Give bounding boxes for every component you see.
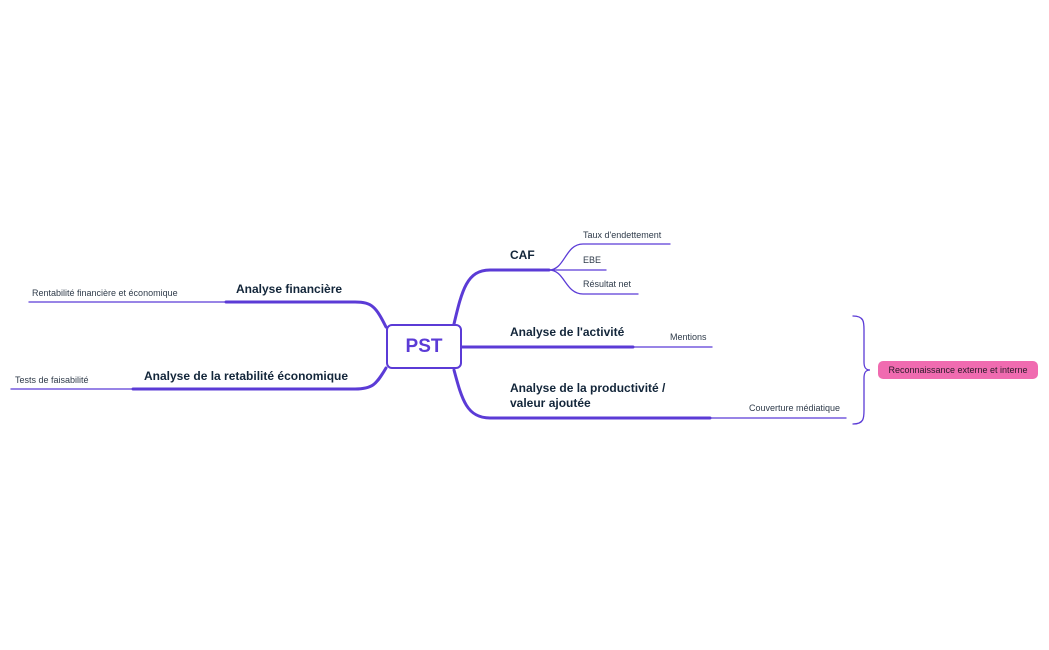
connector-taux (548, 243, 671, 271)
productivite-line2: valeur ajoutée (510, 396, 591, 410)
node-mentions[interactable]: Mentions (670, 332, 707, 342)
node-analyse-financiere[interactable]: Analyse financière (236, 282, 343, 296)
connector-analyse-retabilite (131, 366, 388, 391)
root-label: PST (405, 335, 443, 357)
node-analyse-retabilite[interactable]: Analyse de la retabilité économique (144, 369, 349, 383)
node-caf[interactable]: CAF (510, 248, 535, 262)
summary-node[interactable]: Reconnaissance externe et interne (878, 361, 1038, 379)
node-analyse-productivite[interactable]: Analyse de la productivité / valeur ajou… (510, 381, 665, 411)
productivite-line1: Analyse de la productivité / (510, 381, 666, 395)
node-couverture-mediatique[interactable]: Couverture médiatique (749, 403, 841, 413)
node-tests-faisabilite[interactable]: Tests de faisabilité (15, 375, 89, 385)
root-node[interactable]: PST (386, 324, 462, 369)
summary-label: Reconnaissance externe et interne (888, 365, 1028, 375)
connector-productivite (452, 368, 712, 420)
node-rentabilite[interactable]: Rentabilité financière et économique (32, 288, 178, 298)
connector-resultat (548, 269, 639, 295)
connector-analyse-financiere (224, 300, 388, 329)
node-resultat-net[interactable]: Résultat net (583, 279, 632, 289)
node-taux-endettement[interactable]: Taux d'endettement (583, 230, 662, 240)
node-analyse-activite[interactable]: Analyse de l'activité (510, 325, 625, 339)
summary-bracket (852, 315, 871, 425)
node-ebe[interactable]: EBE (583, 255, 602, 265)
connector-caf (452, 268, 551, 326)
